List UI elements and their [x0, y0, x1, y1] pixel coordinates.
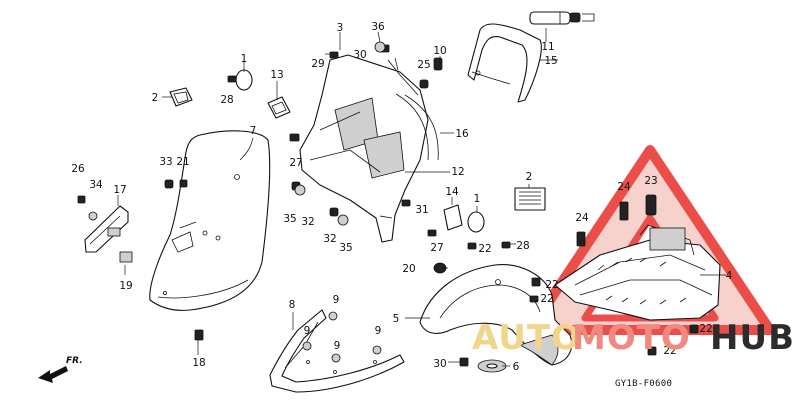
callout-26: 26 — [71, 163, 85, 175]
callout-22b: 22 — [545, 279, 558, 291]
callout-1b: 1 — [474, 193, 481, 205]
callout-8: 8 — [289, 299, 296, 311]
callout-1a: 1 — [241, 53, 248, 65]
callout-21: 21 — [176, 156, 189, 168]
callout-32b: 32 — [323, 233, 336, 245]
callout-22c: 22 — [540, 293, 553, 305]
callout-32a: 32 — [301, 216, 314, 228]
part-4-floor-panel — [554, 224, 721, 321]
callout-27a: 27 — [289, 157, 302, 169]
callout-9c: 9 — [334, 340, 341, 352]
callout-labels: 1 1 2 2 3 4 5 6 7 8 9 9 9 9 10 11 12 13 … — [71, 21, 732, 373]
callout-20: 20 — [402, 263, 415, 275]
callout-17: 17 — [113, 184, 126, 196]
callout-31: 31 — [415, 204, 428, 216]
callout-23: 23 — [644, 175, 657, 187]
part-11-ignition-switch — [529, 11, 595, 25]
callout-6: 6 — [513, 361, 520, 373]
callout-36: 36 — [371, 21, 385, 33]
callout-13: 13 — [270, 69, 283, 81]
callout-22a: 22 — [478, 243, 491, 255]
callout-24b: 24 — [575, 212, 589, 224]
direction-label: FR. — [66, 356, 83, 366]
callout-7: 7 — [250, 125, 257, 137]
callout-9b: 9 — [304, 325, 311, 337]
callout-15: 15 — [544, 55, 557, 67]
callout-33: 33 — [159, 156, 172, 168]
callout-2a: 2 — [152, 92, 159, 104]
watermark-logo: AUTO MOTO HUB — [472, 318, 795, 358]
callout-35a: 35 — [283, 213, 296, 225]
part-12-inner-cover — [299, 54, 429, 243]
callout-30b: 30 — [433, 358, 446, 370]
callout-27b: 27 — [430, 242, 443, 254]
watermark-hub: HUB — [710, 318, 795, 358]
callout-29: 29 — [311, 58, 324, 70]
callout-4: 4 — [726, 270, 733, 282]
callout-5: 5 — [393, 313, 400, 325]
part-16-trim-strip — [395, 93, 439, 161]
watermark-auto: AUTO — [472, 318, 581, 358]
callout-35b: 35 — [339, 242, 352, 254]
part-17-bracket — [84, 205, 129, 253]
callout-9d: 9 — [375, 325, 382, 337]
callout-25: 25 — [417, 59, 430, 71]
callout-14: 14 — [445, 186, 459, 198]
callout-16: 16 — [455, 128, 469, 140]
diagram-code: GY1B-F0600 — [615, 379, 672, 389]
callout-9a: 9 — [333, 294, 340, 306]
callout-22d: 22 — [699, 323, 712, 335]
callout-3: 3 — [337, 22, 344, 34]
callout-22e: 22 — [663, 345, 676, 357]
callout-24a: 24 — [617, 181, 631, 193]
callout-30a: 30 — [353, 49, 366, 61]
callout-28b: 28 — [516, 240, 529, 252]
part-15-carrier-bar — [467, 23, 542, 103]
callout-12: 12 — [451, 166, 464, 178]
watermark-moto: MOTO — [572, 318, 691, 358]
callout-2b: 2 — [526, 171, 533, 183]
leader-lines — [117, 28, 726, 367]
callout-34: 34 — [89, 179, 103, 191]
callout-19: 19 — [119, 280, 132, 292]
callout-10: 10 — [433, 45, 446, 57]
callout-18: 18 — [192, 357, 205, 369]
front-direction-indicator: FR. — [38, 356, 83, 383]
small-parts — [77, 41, 699, 373]
callout-28a: 28 — [220, 94, 233, 106]
callout-11: 11 — [541, 41, 554, 53]
part-5-front-fender — [419, 264, 573, 366]
part-7-front-cover — [149, 130, 271, 311]
